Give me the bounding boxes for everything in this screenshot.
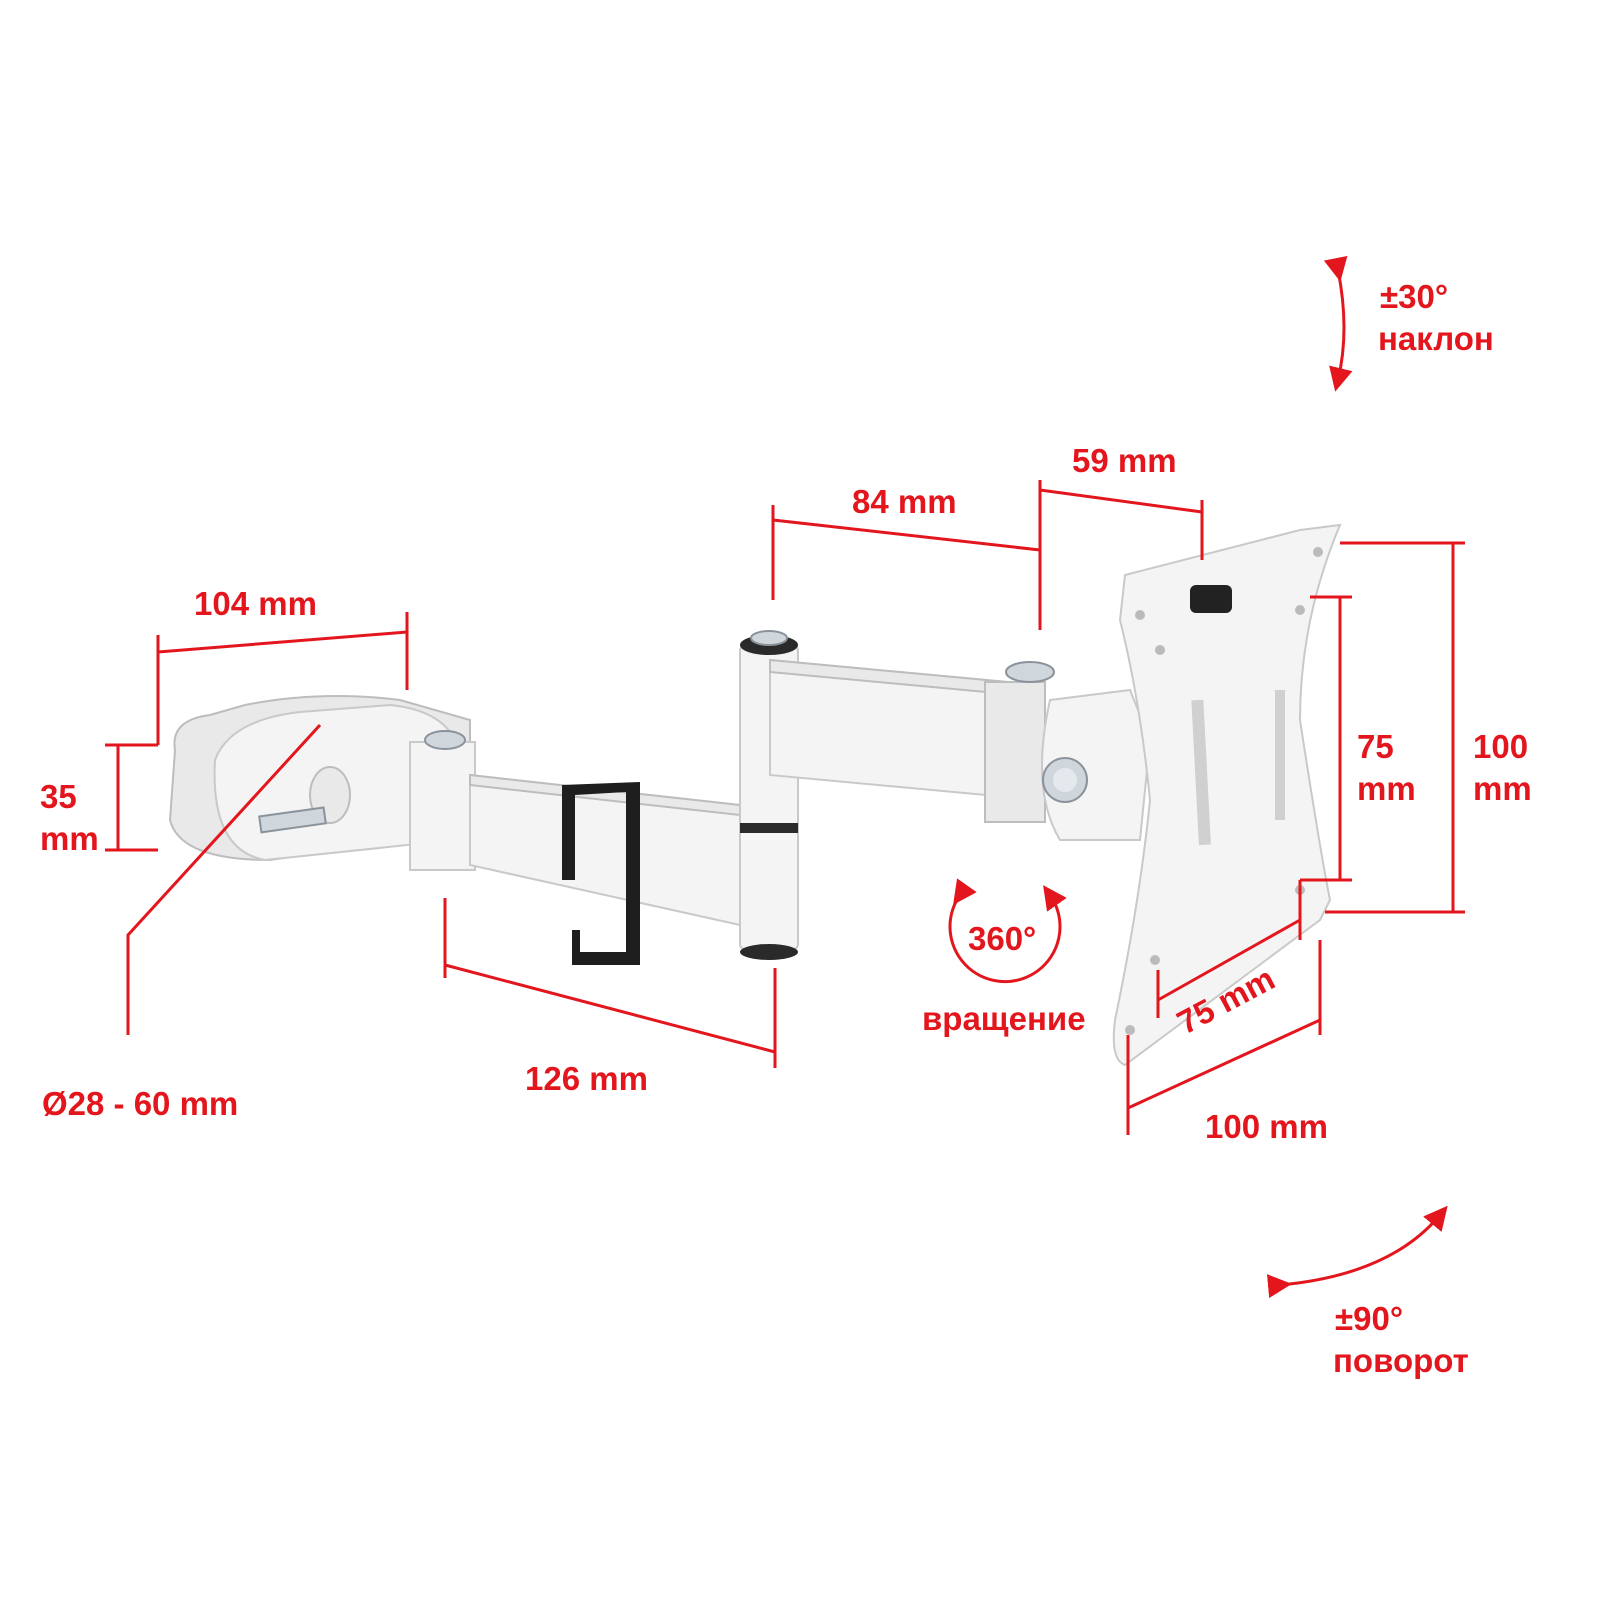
clamp-height-value: 35 [40,778,77,815]
swivel-value: ±90° [1335,1300,1403,1337]
vesa-large-height-unit: mm [1473,770,1532,807]
vesa-large-height-value: 100 [1473,728,1528,765]
tilt-knob [1190,585,1232,613]
tilt-label: наклон [1378,320,1494,357]
rotation-value: 360° [968,920,1036,957]
second-arm [769,658,1055,823]
rotation-label: вращение [922,1000,1086,1037]
swivel-arrow-icon [1266,1205,1448,1299]
swivel-label: поворот [1333,1342,1469,1379]
monitor-arm-illustration [168,523,1342,1067]
tilt-head [1041,688,1152,841]
tilt-value: ±30° [1380,278,1448,315]
arm2-length-label: 84 mm [852,483,957,520]
clamp-screw [258,806,327,834]
dimension-lines [105,480,1465,1135]
rotation-arrow-icon [948,878,1067,984]
head-length-label: 59 mm [1072,442,1177,479]
clamp-diameter-label: Ø28 - 60 mm [42,1085,238,1122]
tilt-arrow-icon [1323,255,1353,392]
clamp-width-label: 104 mm [194,585,317,622]
arm1-length-label: 126 mm [525,1060,648,1097]
clamp-height-unit: mm [40,820,99,857]
vesa-small-height-value: 75 [1357,728,1394,765]
vesa-large-width-label: 100 mm [1205,1108,1328,1145]
cable-hook [562,782,640,965]
vesa-small-height-unit: mm [1357,770,1416,807]
